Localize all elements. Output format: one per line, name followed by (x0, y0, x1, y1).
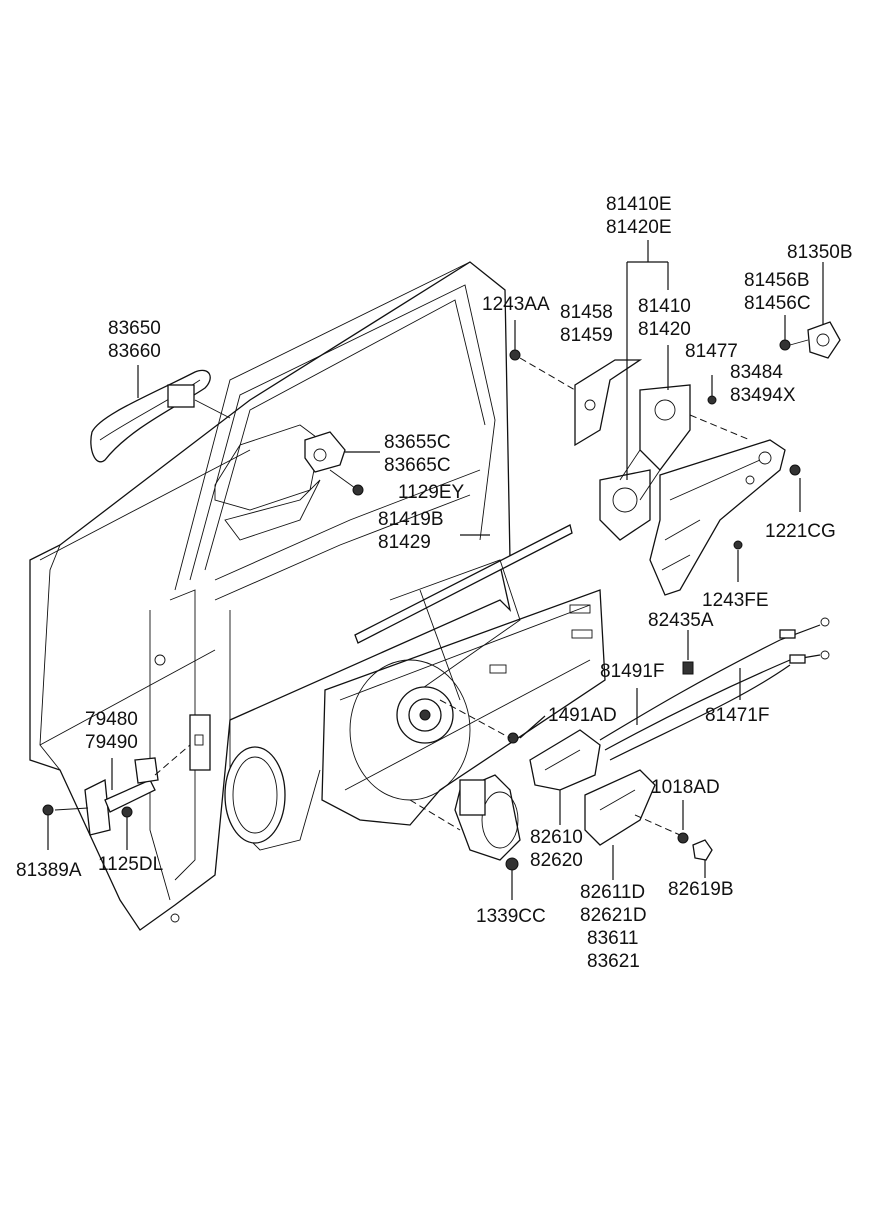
label-1243FE: 1243FE (702, 590, 769, 611)
label-81350B: 81350B (787, 242, 853, 263)
inside-handle-bracket (304, 431, 380, 496)
label-82611D: 82611D (580, 882, 645, 903)
label-1018AD: 1018AD (651, 777, 720, 798)
outside-handle (90, 365, 231, 463)
inside-handle (439, 699, 713, 900)
label-81420: 81420 (638, 319, 691, 340)
labels: 81410E 81420E 81350B 81456B 81456C 1243A… (16, 194, 853, 972)
label-81458: 81458 (560, 302, 613, 323)
label-83621: 83621 (587, 951, 640, 972)
striker (779, 262, 841, 359)
label-1125DL: 1125DL (98, 854, 163, 875)
label-83494X: 83494X (730, 385, 796, 406)
label-81420E: 81420E (606, 217, 672, 238)
label-82620: 82620 (530, 850, 583, 871)
door-latch (509, 240, 801, 596)
label-81459: 81459 (560, 325, 613, 346)
label-81389A: 81389A (16, 860, 82, 881)
label-81456B: 81456B (744, 270, 810, 291)
label-1243AA: 1243AA (482, 294, 550, 315)
label-81410E: 81410E (606, 194, 672, 215)
cables (599, 617, 830, 761)
door-check (42, 744, 191, 850)
label-1339CC: 1339CC (476, 906, 546, 927)
label-82619B: 82619B (668, 879, 734, 900)
window-regulator (321, 524, 606, 826)
label-83665C: 83665C (384, 455, 451, 476)
label-83655C: 83655C (384, 432, 451, 453)
label-81471F: 81471F (705, 705, 769, 726)
label-1221CG: 1221CG (765, 521, 836, 542)
label-82435A: 82435A (648, 610, 714, 631)
label-81410: 81410 (638, 296, 691, 317)
label-81477: 81477 (685, 341, 738, 362)
label-1129EY: 1129EY (398, 482, 465, 503)
label-82610: 82610 (530, 827, 583, 848)
label-81419B: 81419B (378, 509, 444, 530)
label-83660: 83660 (108, 341, 161, 362)
label-79490: 79490 (85, 732, 138, 753)
label-81491F: 81491F (600, 661, 664, 682)
label-81429: 81429 (378, 532, 431, 553)
label-82621D: 82621D (580, 905, 647, 926)
label-1491AD: 1491AD (548, 705, 617, 726)
label-83611: 83611 (587, 928, 638, 949)
label-81456C: 81456C (744, 293, 811, 314)
label-83484: 83484 (730, 362, 783, 383)
label-79480: 79480 (85, 709, 138, 730)
window-motor (409, 774, 521, 871)
label-83650: 83650 (108, 318, 161, 339)
